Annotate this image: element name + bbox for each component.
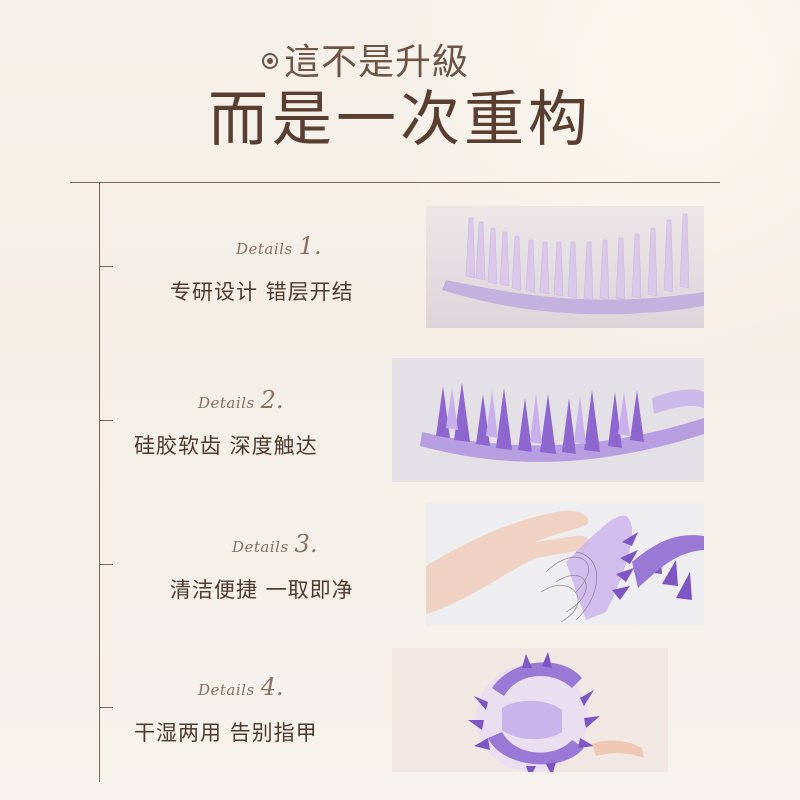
detail-heading-2: Details 2. bbox=[198, 386, 284, 414]
detail-label: Details bbox=[232, 538, 289, 556]
detail-number: 3. bbox=[294, 530, 318, 558]
detail-caption-4: 干湿两用 告别指甲 bbox=[134, 721, 318, 745]
wet-dry-use-photo bbox=[392, 648, 668, 772]
timeline-tick bbox=[99, 707, 113, 708]
detail-number: 2. bbox=[260, 386, 284, 414]
hair-cleaning-photo bbox=[426, 502, 704, 626]
detail-heading-3: Details 3. bbox=[232, 530, 318, 558]
bullet-dot-icon bbox=[262, 53, 278, 69]
silicone-teeth-photo bbox=[392, 358, 704, 482]
detail-heading-1: Details 1. bbox=[236, 232, 322, 260]
header: 這不是升級 而是一次重构 bbox=[0, 0, 800, 180]
detail-caption-2: 硅胶软齿 深度触达 bbox=[134, 434, 318, 458]
detail-number: 1. bbox=[298, 232, 322, 260]
divider bbox=[70, 182, 720, 183]
detail-label: Details bbox=[198, 681, 255, 699]
detail-label: Details bbox=[236, 240, 293, 258]
detail-label: Details bbox=[198, 394, 255, 412]
subtitle-text: 這不是升級 bbox=[284, 42, 470, 83]
page-title: 而是一次重构 bbox=[208, 85, 592, 155]
timeline-tick bbox=[99, 266, 113, 267]
timeline-tick bbox=[99, 564, 113, 565]
detail-heading-4: Details 4. bbox=[198, 673, 284, 701]
detail-caption-3: 清洁便捷 一取即净 bbox=[170, 578, 354, 602]
comb-side-photo bbox=[426, 206, 704, 328]
timeline-line bbox=[99, 182, 100, 782]
timeline-tick bbox=[99, 420, 113, 421]
detail-caption-1: 专研设计 错层开结 bbox=[170, 280, 354, 304]
detail-number: 4. bbox=[260, 673, 284, 701]
subtitle: 這不是升級 bbox=[262, 40, 469, 86]
